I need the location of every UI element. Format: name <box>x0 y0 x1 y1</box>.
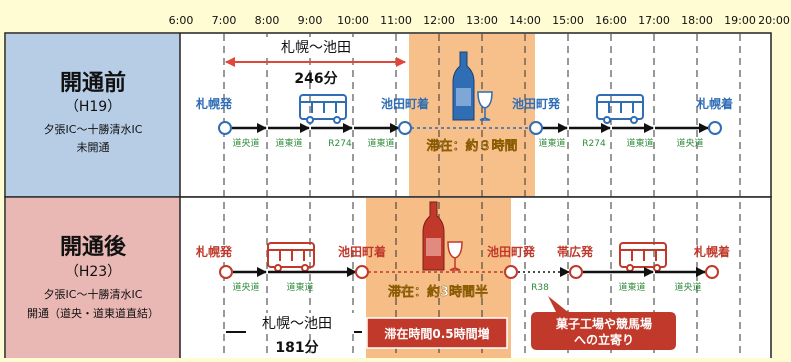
before-stop-sapporo-arr: 札幌着 <box>696 96 733 111</box>
time-tick: 6:00 <box>169 14 194 27</box>
wine-icon <box>422 201 463 271</box>
after-desc-line2: 開通（道央・道東道直結） <box>27 306 159 320</box>
after-stop-ikeda-arr: 池田町着 <box>338 244 386 259</box>
after-bracket-route: 札幌～池田 <box>262 316 332 332</box>
road-label: 道東道 <box>626 137 653 149</box>
time-tick: 15:00 <box>552 14 584 27</box>
before-label-panel <box>6 34 180 196</box>
before-year: （H19） <box>65 99 121 115</box>
after-title: 開通後 <box>60 234 127 260</box>
road-label: R274 <box>328 139 352 149</box>
callout-line2: への立寄り <box>574 332 634 347</box>
before-desc-line2: 未開通 <box>77 141 110 154</box>
before-stop-markers <box>218 121 722 135</box>
time-tick: 18:00 <box>681 14 713 27</box>
callout-line1: 菓子工場や競馬場 <box>555 316 652 331</box>
time-tick: 13:00 <box>466 14 498 27</box>
road-label: 道東道 <box>286 281 313 293</box>
bus-icon <box>299 94 347 124</box>
road-label: 道央道 <box>232 137 259 149</box>
time-tick: 8:00 <box>255 14 280 27</box>
before-stop-ikeda-arr: 池田町着 <box>381 96 429 111</box>
after-year: （H23） <box>65 264 121 280</box>
before-title: 開通前 <box>60 70 126 96</box>
road-label: 道東道 <box>275 137 302 149</box>
road-label: 道東道 <box>618 281 645 293</box>
road-label: 道東道 <box>538 137 565 149</box>
after-stop-sapporo-dep: 札幌発 <box>195 244 233 259</box>
bus-icon <box>619 242 667 272</box>
after-road-labels: 道央道 道東道 R38 道東道 道央道 <box>232 281 701 293</box>
stay-increase-box <box>366 317 508 349</box>
time-tick: 16:00 <box>595 14 627 27</box>
time-tick: 20:00 <box>758 14 790 27</box>
after-stop-markers <box>219 265 719 279</box>
road-label: R38 <box>531 283 549 293</box>
after-stop-sapporo-arr: 札幌着 <box>693 244 730 259</box>
after-bracket-time: 181分 <box>275 340 318 356</box>
time-tick: 17:00 <box>638 14 670 27</box>
time-axis: 6:00 7:00 8:00 9:00 10:00 11:00 12:00 13… <box>169 14 790 27</box>
hour-gridlines <box>223 34 741 358</box>
time-tick: 11:00 <box>380 14 412 27</box>
time-tick: 19:00 <box>724 14 756 27</box>
stay-increase-label: 滞在時間0.5時間増 <box>384 326 489 341</box>
after-label-panel <box>6 198 180 358</box>
road-label: 道央道 <box>232 281 259 293</box>
after-stay-label: 滞在：約3時間半 <box>388 284 488 300</box>
callout-box <box>531 296 676 350</box>
time-tick: 14:00 <box>509 14 541 27</box>
road-label: 道央道 <box>676 137 703 149</box>
before-bracket-time: 246分 <box>294 71 337 87</box>
before-stop-sapporo-dep: 札幌発 <box>195 96 233 111</box>
after-desc-line1: 夕張IC～十勝清水IC <box>44 287 143 301</box>
before-stop-ikeda-dep: 池田町発 <box>512 96 561 111</box>
before-stay-label: 滞在：約３時間 <box>426 138 517 154</box>
time-tick: 10:00 <box>337 14 369 27</box>
time-tick: 9:00 <box>298 14 323 27</box>
time-tick: 7:00 <box>212 14 237 27</box>
wine-icon <box>452 51 493 121</box>
before-desc-line1: 夕張IC～十勝清水IC <box>44 122 143 136</box>
road-label: 道央道 <box>674 281 701 293</box>
before-road-labels: 道央道 道東道 R274 道東道 道東道 R274 道東道 道央道 <box>232 137 703 149</box>
road-label: 道東道 <box>367 137 394 149</box>
after-stop-ikeda-dep: 池田町発 <box>487 244 536 259</box>
road-label: R274 <box>582 139 606 149</box>
before-bracket-route: 札幌～池田 <box>281 40 351 56</box>
after-stop-obihiro-dep: 帯広発 <box>557 244 594 259</box>
time-tick: 12:00 <box>423 14 455 27</box>
